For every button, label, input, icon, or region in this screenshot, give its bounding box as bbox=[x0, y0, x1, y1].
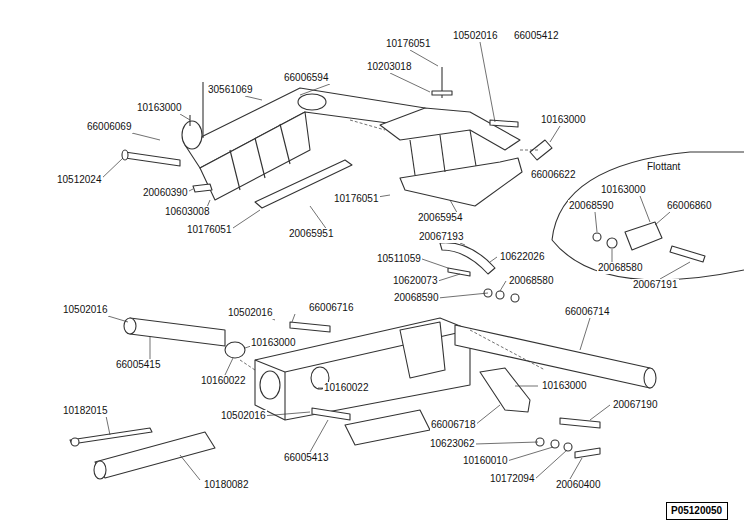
callout-number: 10160010 bbox=[462, 455, 509, 467]
callout-number: 10502016 bbox=[220, 410, 267, 422]
sheet-number-box: P05120050 bbox=[666, 502, 728, 520]
callout-number: 20060400 bbox=[555, 479, 602, 491]
callout-number: 20065951 bbox=[288, 228, 335, 240]
callout-number: 10623062 bbox=[429, 438, 476, 450]
callout-number: 66006069 bbox=[86, 121, 133, 133]
callout-number: 20067190 bbox=[612, 399, 659, 411]
callout-number: 10620073 bbox=[392, 275, 439, 287]
callout-number: 66006716 bbox=[308, 302, 355, 314]
callout-number: 10502016 bbox=[227, 307, 274, 319]
callout-number: 10160022 bbox=[200, 375, 247, 387]
callout-number: 10163000 bbox=[136, 102, 183, 114]
callout-number: 10176051 bbox=[186, 224, 233, 236]
callout-number: 66005412 bbox=[513, 30, 560, 42]
callout-number: 20068580 bbox=[597, 262, 644, 274]
callout-number: Flottant bbox=[646, 161, 681, 173]
callout-number: 10622026 bbox=[499, 251, 546, 263]
callout-number: 10603008 bbox=[164, 206, 211, 218]
callout-number: 66006714 bbox=[564, 306, 611, 318]
callout-number: 20065954 bbox=[417, 212, 464, 224]
callout-number: 10176051 bbox=[385, 38, 432, 50]
callout-number: 10502016 bbox=[62, 304, 109, 316]
sheet-number: P05120050 bbox=[671, 505, 723, 517]
callout-number: 10512024 bbox=[56, 174, 103, 186]
callout-number: 20068580 bbox=[508, 275, 555, 287]
callout-number: 20068590 bbox=[393, 292, 440, 304]
callout-number: 10163000 bbox=[600, 184, 647, 196]
callout-number: 10176051 bbox=[333, 193, 380, 205]
callout-number: 10511059 bbox=[376, 253, 422, 265]
callout-number: 20068590 bbox=[568, 200, 615, 212]
callout-number: 10160022 bbox=[323, 382, 370, 394]
callout-number: 10182015 bbox=[62, 405, 109, 417]
callout-number: 66006718 bbox=[430, 419, 477, 431]
callout-number: 66006860 bbox=[666, 200, 713, 212]
callout-number: 20060390 bbox=[142, 187, 189, 199]
callout-number: 20067191 bbox=[632, 279, 679, 291]
callout-number: 10180082 bbox=[203, 479, 250, 491]
callout-number: 10163000 bbox=[541, 380, 588, 392]
callout-number: 10163000 bbox=[250, 337, 297, 349]
callout-number: 10203018 bbox=[366, 61, 413, 73]
callout-number: 66006594 bbox=[283, 72, 330, 84]
callout-number: 66005415 bbox=[115, 359, 162, 371]
callout-number: 10502016 bbox=[452, 30, 499, 42]
callout-number: 66005413 bbox=[283, 452, 330, 464]
callout-number: 10163000 bbox=[540, 114, 587, 126]
callout-number: 10172094 bbox=[489, 473, 536, 485]
callout-number: 30561069 bbox=[207, 84, 254, 96]
callout-number: 20067193 bbox=[418, 231, 465, 243]
callout-number: 66006622 bbox=[530, 169, 577, 181]
